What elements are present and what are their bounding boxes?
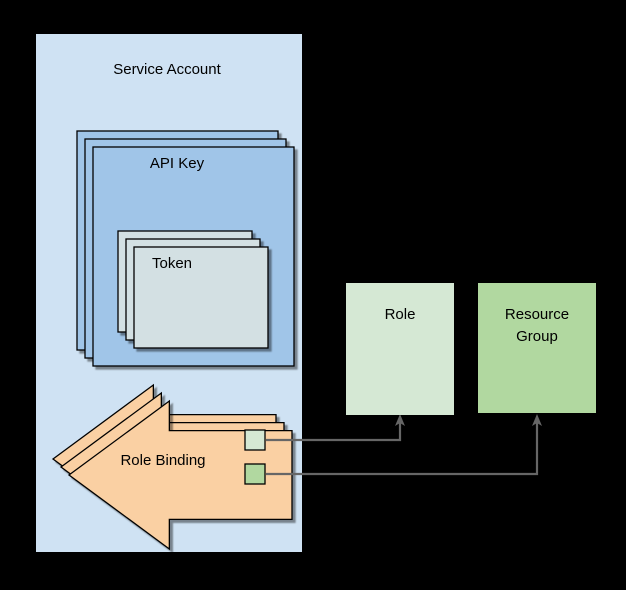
node-resource-group[interactable]: Resource Group <box>478 283 596 413</box>
connector-edges <box>266 414 542 476</box>
role-rect <box>346 283 454 415</box>
node-role[interactable]: Role <box>346 283 454 415</box>
api-key-label: API Key <box>150 155 205 172</box>
node-role-binding[interactable]: Role Binding <box>51 383 293 551</box>
edge-role-binding-to-role <box>266 422 402 442</box>
role-binding-ports[interactable] <box>244 429 266 485</box>
resource-group-label-line2: Group <box>516 328 558 345</box>
role-binding-stack <box>51 383 293 551</box>
edge-arrowhead <box>532 414 542 426</box>
service-account-label: Service Account <box>113 61 221 78</box>
role-label: Role <box>385 306 416 323</box>
token-label: Token <box>152 255 192 272</box>
role-binding-label: Role Binding <box>120 452 205 469</box>
edge-role-binding-to-resource-group <box>266 422 539 476</box>
resource-group-port[interactable] <box>244 463 266 485</box>
token-stack <box>117 230 269 349</box>
resource-group-label-line1: Resource <box>505 306 569 323</box>
role-port[interactable] <box>244 429 266 451</box>
resource-group-rect <box>478 283 596 413</box>
edge-arrowhead <box>395 414 405 426</box>
node-token[interactable]: Token <box>117 230 269 349</box>
stack-card <box>133 246 269 349</box>
